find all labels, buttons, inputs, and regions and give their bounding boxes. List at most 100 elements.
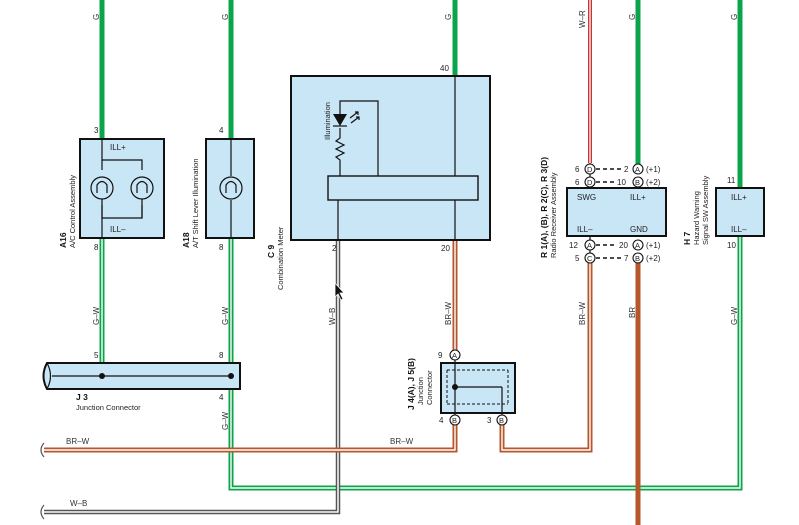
j3-node-1 (99, 373, 105, 379)
wire-label-gw-3: G–W (221, 411, 230, 430)
radio-pin-r3-marker (632, 239, 644, 251)
radio-pin-r1-marker (632, 163, 644, 175)
wire-label-brw-v: BR–W (444, 301, 453, 325)
mouse-cursor-icon (334, 281, 345, 301)
a16-ill-minus: ILL– (110, 225, 126, 234)
a16-component: ILL+ ILL– 3 8 A16 A/C Control Assembly (58, 126, 165, 252)
radio-pin-l3-marker (584, 239, 596, 251)
radio-pin-r3-note: (+1) (646, 241, 661, 250)
a18-bulb-icon (219, 176, 243, 200)
c9-name: Combination Meter (276, 226, 285, 290)
radio-pin-r3: 20 (619, 241, 628, 250)
j4-pin-br-marker (496, 414, 508, 426)
wire-label-brw-left: BR–W (66, 437, 90, 446)
j4-pin-top-letter: A (452, 351, 457, 360)
j4-name-line1: Junction (416, 377, 425, 405)
wire-label-gw-1: G–W (92, 306, 101, 325)
j4-pin-bl-letter: B (452, 416, 457, 425)
wire-label-g-3: G (444, 14, 453, 20)
radio-pin-r2-marker (632, 176, 644, 188)
radio-pin-l4: 5 (575, 254, 580, 263)
radio-pin-r3-letter: A (635, 241, 640, 250)
j4-code: J 4(A), J 5(B) (406, 358, 416, 410)
a18-name: A/T Shift Lever Illumination (191, 159, 200, 249)
radio-pin-l1: 6 (575, 165, 580, 174)
radio-pin-r4-marker (632, 252, 644, 264)
radio-pin-l1-marker (584, 163, 596, 175)
c9-resistor (334, 128, 346, 176)
wire-label-wr: W–R (578, 10, 587, 28)
radio-pin-r4-note: (+2) (646, 254, 661, 263)
wire-label-g-1: G (92, 14, 101, 20)
a16-code: A16 (58, 232, 68, 248)
h7-ill-minus: ILL– (731, 225, 747, 234)
radio-gnd: GND (630, 225, 648, 234)
j4-pin-br-letter: B (499, 416, 504, 425)
break-wb (40, 504, 45, 520)
wire-label-wb-h: W–B (70, 499, 87, 508)
radio-box (566, 187, 667, 237)
wire-label-gw-4: G–W (730, 306, 739, 325)
radio-pin-r2: 10 (617, 178, 626, 187)
j4-component: A 9 B 4 B 3 J 4(A), J 5(B) Junction Conn… (406, 349, 516, 426)
radio-pin-l3: 12 (569, 241, 578, 250)
a18-pin-top: 4 (219, 126, 224, 135)
radio-pin-r1-note: (+1) (646, 165, 661, 174)
radio-swg: SWG (577, 193, 596, 202)
h7-name-line2: Signal SW Assembly (701, 176, 710, 245)
wire-label-wb-v: W–B (328, 308, 337, 325)
radio-pin-l2-letter: D (587, 178, 593, 187)
a18-code: A18 (181, 232, 191, 248)
h7-ill-plus: ILL+ (731, 193, 747, 202)
wire-label-g-5: G (730, 14, 739, 20)
radio-pin-l4-letter: C (587, 254, 593, 263)
radio-pin-r2-letter: B (635, 178, 640, 187)
j4-pin-bl: 4 (439, 416, 444, 425)
h7-pin-top: 11 (727, 176, 736, 185)
j4-pin-br: 3 (487, 416, 492, 425)
j3-pin-c: 4 (219, 393, 224, 402)
a16-pin-top: 3 (94, 126, 99, 135)
a16-pin-bottom: 8 (94, 243, 99, 252)
c9-led-icon (333, 114, 347, 126)
j3-component: 5 8 4 J 3 Junction Connector (42, 351, 241, 412)
radio-component: SWG ILL+ ILL– GND 6 D 6 D 2 A (+1) 10 B … (539, 157, 667, 264)
radio-pin-r4-letter: B (635, 254, 640, 263)
wire-brw-radio (499, 263, 593, 453)
j4-node (452, 384, 458, 390)
a18-box (205, 138, 255, 239)
c9-display (327, 175, 479, 201)
j4-name-line2: Connector (425, 370, 434, 405)
h7-component: ILL+ ILL– 11 10 H 7 Hazard Warning Signa… (682, 176, 765, 250)
a18-pin-bottom: 8 (219, 243, 224, 252)
c9-pin-left: 2 (332, 244, 337, 253)
j3-pin-b: 8 (219, 351, 224, 360)
c9-code: C 9 (266, 245, 276, 259)
radio-pin-r1: 2 (624, 165, 629, 174)
c9-box (290, 75, 491, 241)
radio-ill-plus: ILL+ (630, 193, 646, 202)
c9-pin-top: 40 (440, 64, 449, 73)
break-brw (40, 442, 45, 458)
a16-name: A/C Control Assembly (68, 175, 77, 248)
j4-pin-top-marker (449, 349, 461, 361)
h7-pin-bottom: 10 (727, 241, 736, 250)
radio-pin-l2: 6 (575, 178, 580, 187)
radio-ill-minus: ILL– (577, 225, 593, 234)
h7-code: H 7 (682, 232, 692, 246)
c9-illumination: Illumination (323, 102, 332, 140)
wire-label-brw-radio: BR–W (578, 301, 587, 325)
h7-name-line1: Hazard Warning (692, 191, 701, 245)
j3-node-2 (228, 373, 234, 379)
radio-pin-r4: 7 (624, 254, 629, 263)
radio-pin-l1-letter: D (587, 165, 593, 174)
wire-label-brw-mid: BR–W (390, 437, 414, 446)
radio-code: R 1(A), (B), R 2(C), R 3(D) (539, 157, 549, 258)
j3-pin-a: 5 (94, 351, 99, 360)
radio-pin-l4-marker (584, 252, 596, 264)
wire-label-gw-2: G–W (221, 306, 230, 325)
c9-component: Illumination 40 2 20 C 9 Combination Met… (266, 64, 491, 290)
j3-code: J 3 (76, 392, 88, 402)
radio-pin-r1-letter: A (635, 165, 640, 174)
